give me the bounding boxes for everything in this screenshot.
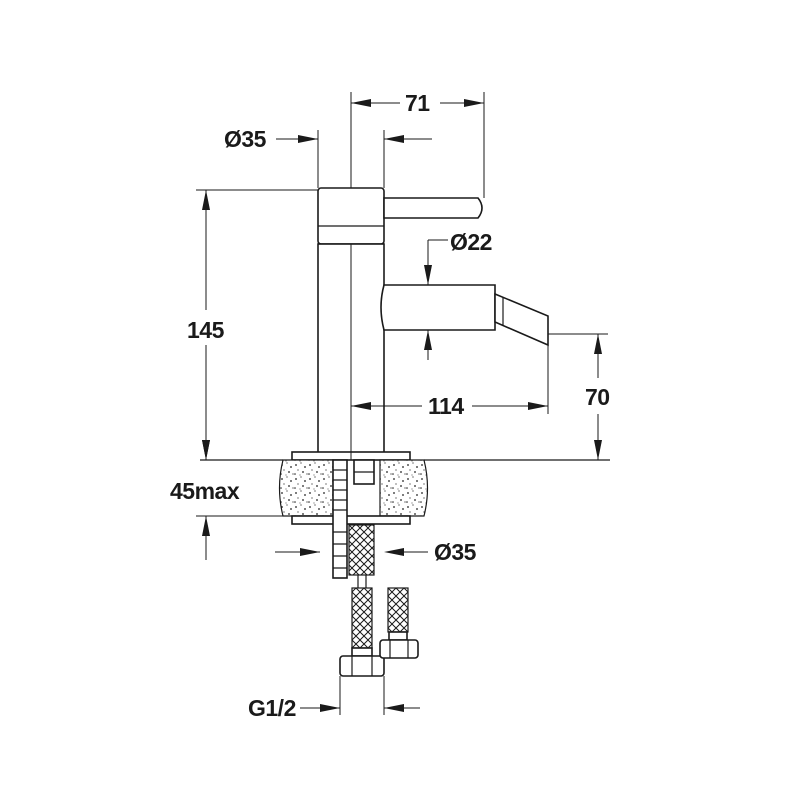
dimension-spout-reach bbox=[350, 244, 549, 460]
dimension-countertop-thickness bbox=[196, 422, 283, 560]
dimension-label-body-diameter: Ø35 bbox=[224, 126, 267, 152]
dimension-base-diameter bbox=[275, 548, 428, 556]
faucet-lever bbox=[383, 197, 483, 219]
dimension-label-height: 145 bbox=[187, 317, 225, 343]
hose-cold bbox=[387, 587, 409, 633]
hose-connector-nut-right bbox=[379, 631, 419, 659]
dimension-label-spout-height: 70 bbox=[585, 384, 610, 410]
dimension-label-countertop-thickness: 45max bbox=[170, 478, 240, 504]
dimension-body-diameter bbox=[276, 130, 432, 188]
spout bbox=[380, 284, 496, 331]
countertop-section-left bbox=[278, 459, 334, 517]
hose-hot bbox=[348, 524, 375, 649]
hose-connector-nut-left bbox=[339, 647, 385, 677]
spout-aerator bbox=[494, 292, 549, 347]
dimension-label-lever-reach: 71 bbox=[405, 90, 430, 116]
dimension-label-spout-reach: 114 bbox=[428, 393, 464, 419]
countertop-section-right bbox=[379, 459, 429, 517]
faucet-handle-cap bbox=[317, 187, 385, 245]
mounting-plate bbox=[291, 515, 411, 525]
dimension-spout-height bbox=[548, 333, 608, 460]
stud-fixing-nut bbox=[353, 459, 375, 485]
dimension-label-spout-diameter: Ø22 bbox=[450, 229, 492, 255]
dimension-label-connector-thread: G1/2 bbox=[248, 695, 296, 721]
dimension-spout-diameter bbox=[424, 239, 448, 360]
threaded-stud bbox=[332, 459, 348, 579]
dimension-connector-thread bbox=[300, 676, 420, 715]
dimension-label-base-diameter: Ø35 bbox=[434, 539, 477, 565]
